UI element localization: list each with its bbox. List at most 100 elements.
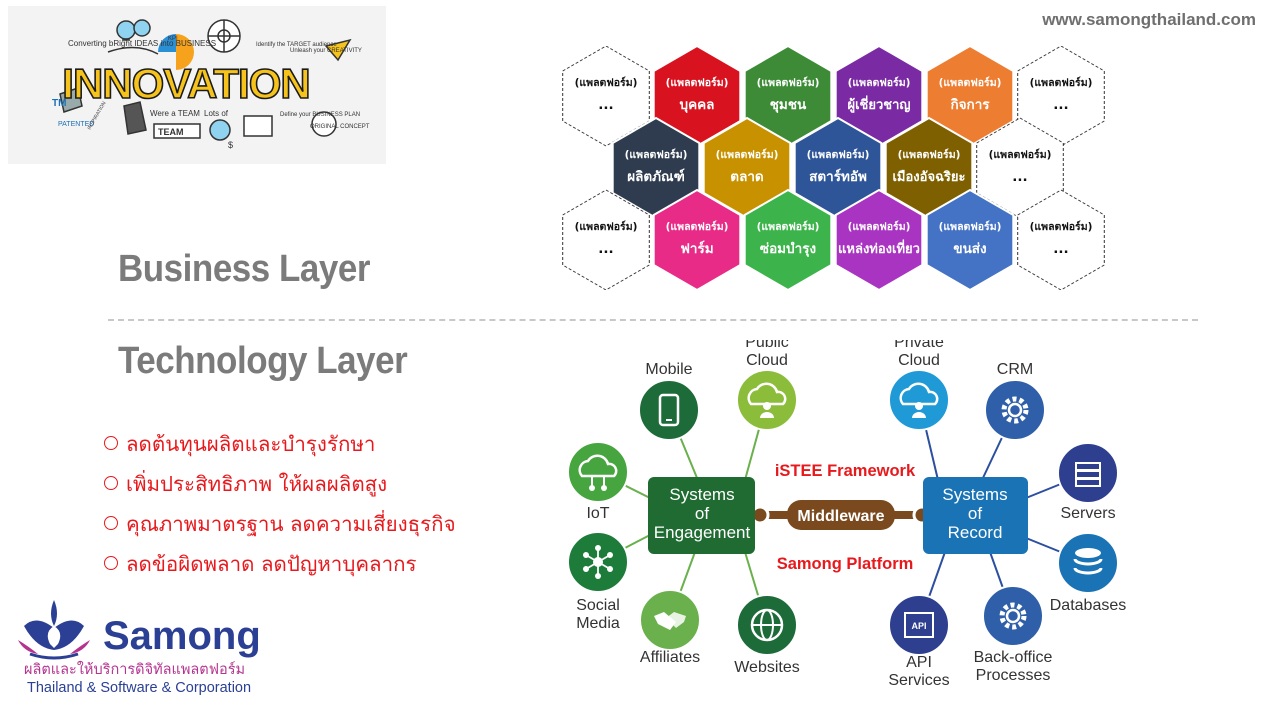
node-circle [984, 379, 1046, 441]
platform-prefix: (แพลตฟอร์ม) [898, 148, 961, 161]
database-icon: Databases [1050, 532, 1126, 614]
hex-shape [1017, 46, 1105, 147]
platform-prefix: (แพลตฟอร์ม) [939, 220, 1002, 233]
benefit-text: เพิ่มประสิทธิภาพ ให้ผลผลิตสูง [126, 472, 388, 496]
hex-shape [976, 117, 1064, 219]
innovation-doodle-text-13: KPI [168, 36, 178, 42]
platform-prefix: (แพลตฟอร์ม) [939, 76, 1002, 89]
node-circle [736, 369, 798, 431]
samong-platform-label: Samong Platform [777, 555, 914, 573]
platform-label: ... [1012, 169, 1027, 185]
platform-hex-placeholder: (แพลตฟอร์ม)... [1017, 46, 1105, 147]
node-label: CRM [997, 361, 1033, 378]
platform-prefix: (แพลตฟอร์ม) [575, 76, 638, 89]
iot-cloud-icon: IoT [567, 441, 629, 522]
platform-prefix: (แพลตฟอร์ม) [989, 148, 1052, 161]
node-label: IoT [586, 505, 609, 522]
innovation-doodle-text-10: Define your BUSINESS PLAN [280, 112, 360, 118]
label-line: Systems [942, 485, 1007, 504]
platform-hex: (แพลตฟอร์ม)ซ่อมบำรุง [743, 188, 833, 290]
node-circle [888, 594, 950, 656]
innovation-doodle-text-1: Converting bRight IDEAS into BUSINESS [68, 39, 216, 48]
label-line: Engagement [654, 523, 751, 542]
business-layer-title: Business Layer [118, 248, 371, 290]
samong-tagline-english: Thailand & Software & Corporation [27, 680, 252, 696]
platform-label: ... [598, 241, 613, 257]
benefits-list: ลดต้นทุนผลิตและบำรุงรักษา เพิ่มประสิทธิภ… [104, 428, 456, 588]
platform-label: ... [1053, 241, 1068, 257]
circle-bullet-icon [104, 556, 118, 570]
innovation-doodle-text-9: Unleash your CREATIVITY [290, 48, 362, 54]
platform-prefix: (แพลตฟอร์ม) [848, 76, 911, 89]
innovation-doodle-text-2: TM [52, 98, 66, 109]
node-circle [567, 441, 629, 503]
platform-prefix: (แพลตฟอร์ม) [807, 148, 870, 161]
benefit-item: เพิ่มประสิทธิภาพ ให้ผลผลิตสูง [104, 468, 456, 508]
website-url: www.samongthailand.com [1042, 10, 1256, 29]
platform-prefix: (แพลตฟอร์ม) [666, 220, 729, 233]
platform-hex-grid: (แพลตฟอร์ม)...(แพลตฟอร์ม)บุคคล(แพลตฟอร์ม… [562, 46, 1105, 290]
benefit-item: คุณภาพมาตรฐาน ลดความเสี่ยงธุรกิจ [104, 508, 456, 548]
platform-label: ตลาด [730, 169, 763, 185]
innovation-doodle: INNOVATION Converting bRight IDEAS into … [52, 19, 370, 150]
node-label: Servers [1060, 505, 1115, 522]
innovation-doodle-text-5: TEAM [158, 127, 184, 137]
innovation-doodle-text-4: Were a TEAM [150, 109, 200, 118]
node-circle [888, 369, 950, 431]
hex-shape [925, 188, 1015, 290]
platform-label: ผู้เชี่ยวชาญ [847, 95, 910, 113]
platform-label: บุคคล [680, 97, 715, 113]
benefit-item: ลดข้อผิดพลาด ลดปัญหาบุคลากร [104, 548, 456, 588]
platform-label: แหล่งท่องเที่ยว [838, 239, 920, 257]
platform-hex-placeholder: (แพลตฟอร์ม)... [562, 46, 650, 147]
platform-label: สตาร์ทอัพ [809, 168, 867, 185]
node-circle [638, 379, 700, 441]
mobile-icon: Mobile [638, 361, 700, 441]
innovation-doodle-text-11: ORIGINAL CONCEPT [310, 124, 370, 130]
circle-bullet-icon [104, 476, 118, 490]
platform-prefix: (แพลตฟอร์ม) [1030, 220, 1093, 233]
platform-label: กิจการ [950, 97, 990, 113]
label-line: Systems [669, 485, 734, 504]
hex-shape [652, 188, 742, 290]
middleware-box [787, 500, 895, 530]
platform-label: ฟาร์ม [680, 240, 713, 257]
svg-text:API: API [911, 621, 926, 631]
crm-gear-icon: CRM [984, 361, 1046, 441]
circle-bullet-icon [104, 436, 118, 450]
platform-label: ... [598, 97, 613, 113]
platform-hex: (แพลตฟอร์ม)ตลาด [702, 116, 792, 220]
hex-shape [1017, 189, 1105, 290]
server-icon: Servers [1057, 442, 1119, 522]
platform-label: เมืองอัจฉริยะ [892, 169, 965, 185]
hex-shape [562, 189, 650, 290]
platform-hex: (แพลตฟอร์ม)ขนส่ง [925, 188, 1015, 290]
node-label: Websites [734, 659, 800, 676]
platform-hex: (แพลตฟอร์ม) ฟาร์ม [652, 188, 742, 290]
innovation-image: INNOVATION Converting bRight IDEAS into … [8, 6, 386, 164]
innovation-doodle-text-7: $ [228, 140, 233, 150]
circle-bullet-icon [104, 516, 118, 530]
istee-framework-label: iSTEE Framework [775, 462, 916, 480]
samong-tagline-thai: ผลิตและให้บริการดิจิทัลแพลตฟอร์ม [24, 662, 246, 678]
globe-icon: Websites [734, 594, 800, 676]
benefit-text: ลดข้อผิดพลาด ลดปัญหาบุคลากร [126, 552, 417, 576]
layer-divider [108, 319, 1198, 321]
systems-of-record-box [923, 477, 1028, 554]
platform-prefix: (แพลตฟอร์ม) [1030, 76, 1093, 89]
platform-prefix: (แพลตฟอร์ม) [757, 220, 820, 233]
platform-label: ผลิตภัณฑ์ [627, 168, 685, 185]
samong-lotus-logo-icon [18, 600, 90, 660]
technology-layer-title: Technology Layer [118, 340, 408, 382]
node-circle [982, 585, 1044, 647]
platform-prefix: (แพลตฟอร์ม) [666, 76, 729, 89]
hex-shape [743, 188, 833, 290]
node-label: Affiliates [640, 649, 700, 666]
